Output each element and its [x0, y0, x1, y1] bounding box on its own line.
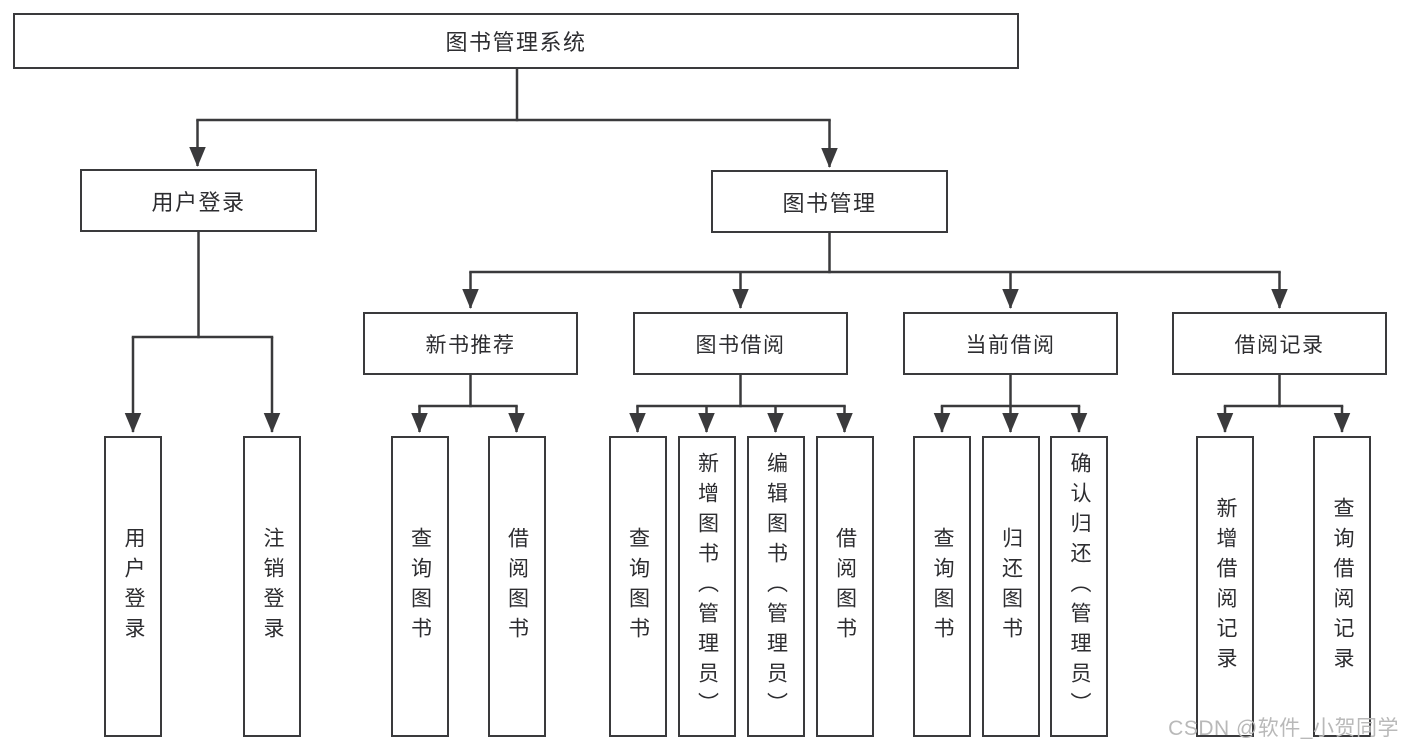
node-new-books: 新书推荐	[363, 312, 578, 375]
node-leaf-query-books-1: 查询图书	[390, 436, 449, 737]
node-current-borrow: 当前借阅	[903, 312, 1118, 375]
node-leaf-return-books: 归还图书	[981, 436, 1040, 737]
node-leaf-edit-books-admin: 编辑图书（管理员）	[746, 436, 805, 737]
node-root: 图书管理系统	[13, 13, 1019, 69]
node-leaf-logout: 注销登录	[243, 436, 301, 737]
node-book-management: 图书管理	[711, 170, 948, 233]
root-label: 图书管理系统	[445, 30, 587, 55]
current-borrow-label: 当前借阅	[965, 333, 1056, 357]
node-leaf-confirm-return-admin: 确认归还（管理员）	[1050, 436, 1108, 737]
node-leaf-add-borrow-record: 新增借阅记录	[1196, 436, 1254, 737]
watermark: CSDN @软件_小贺同学	[1168, 717, 1399, 740]
node-book-borrow: 图书借阅	[633, 312, 848, 375]
node-leaf-query-borrow-record: 查询借阅记录	[1313, 436, 1371, 737]
node-leaf-user-login: 用户登录	[104, 436, 162, 737]
new-books-label: 新书推荐	[425, 333, 516, 357]
borrow-records-label: 借阅记录	[1234, 333, 1325, 357]
node-borrow-records: 借阅记录	[1172, 312, 1387, 375]
node-leaf-add-books-admin: 新增图书（管理员）	[677, 436, 736, 737]
node-leaf-borrow-books-1: 借阅图书	[487, 436, 546, 737]
node-leaf-query-books-2: 查询图书	[608, 436, 667, 737]
book-borrow-label: 图书借阅	[695, 333, 786, 357]
book-management-label: 图书管理	[782, 190, 877, 216]
node-leaf-borrow-books-2: 借阅图书	[815, 436, 874, 737]
node-leaf-query-books-3: 查询图书	[913, 436, 971, 737]
node-user-login: 用户登录	[80, 169, 317, 232]
user-login-label: 用户登录	[151, 189, 246, 215]
